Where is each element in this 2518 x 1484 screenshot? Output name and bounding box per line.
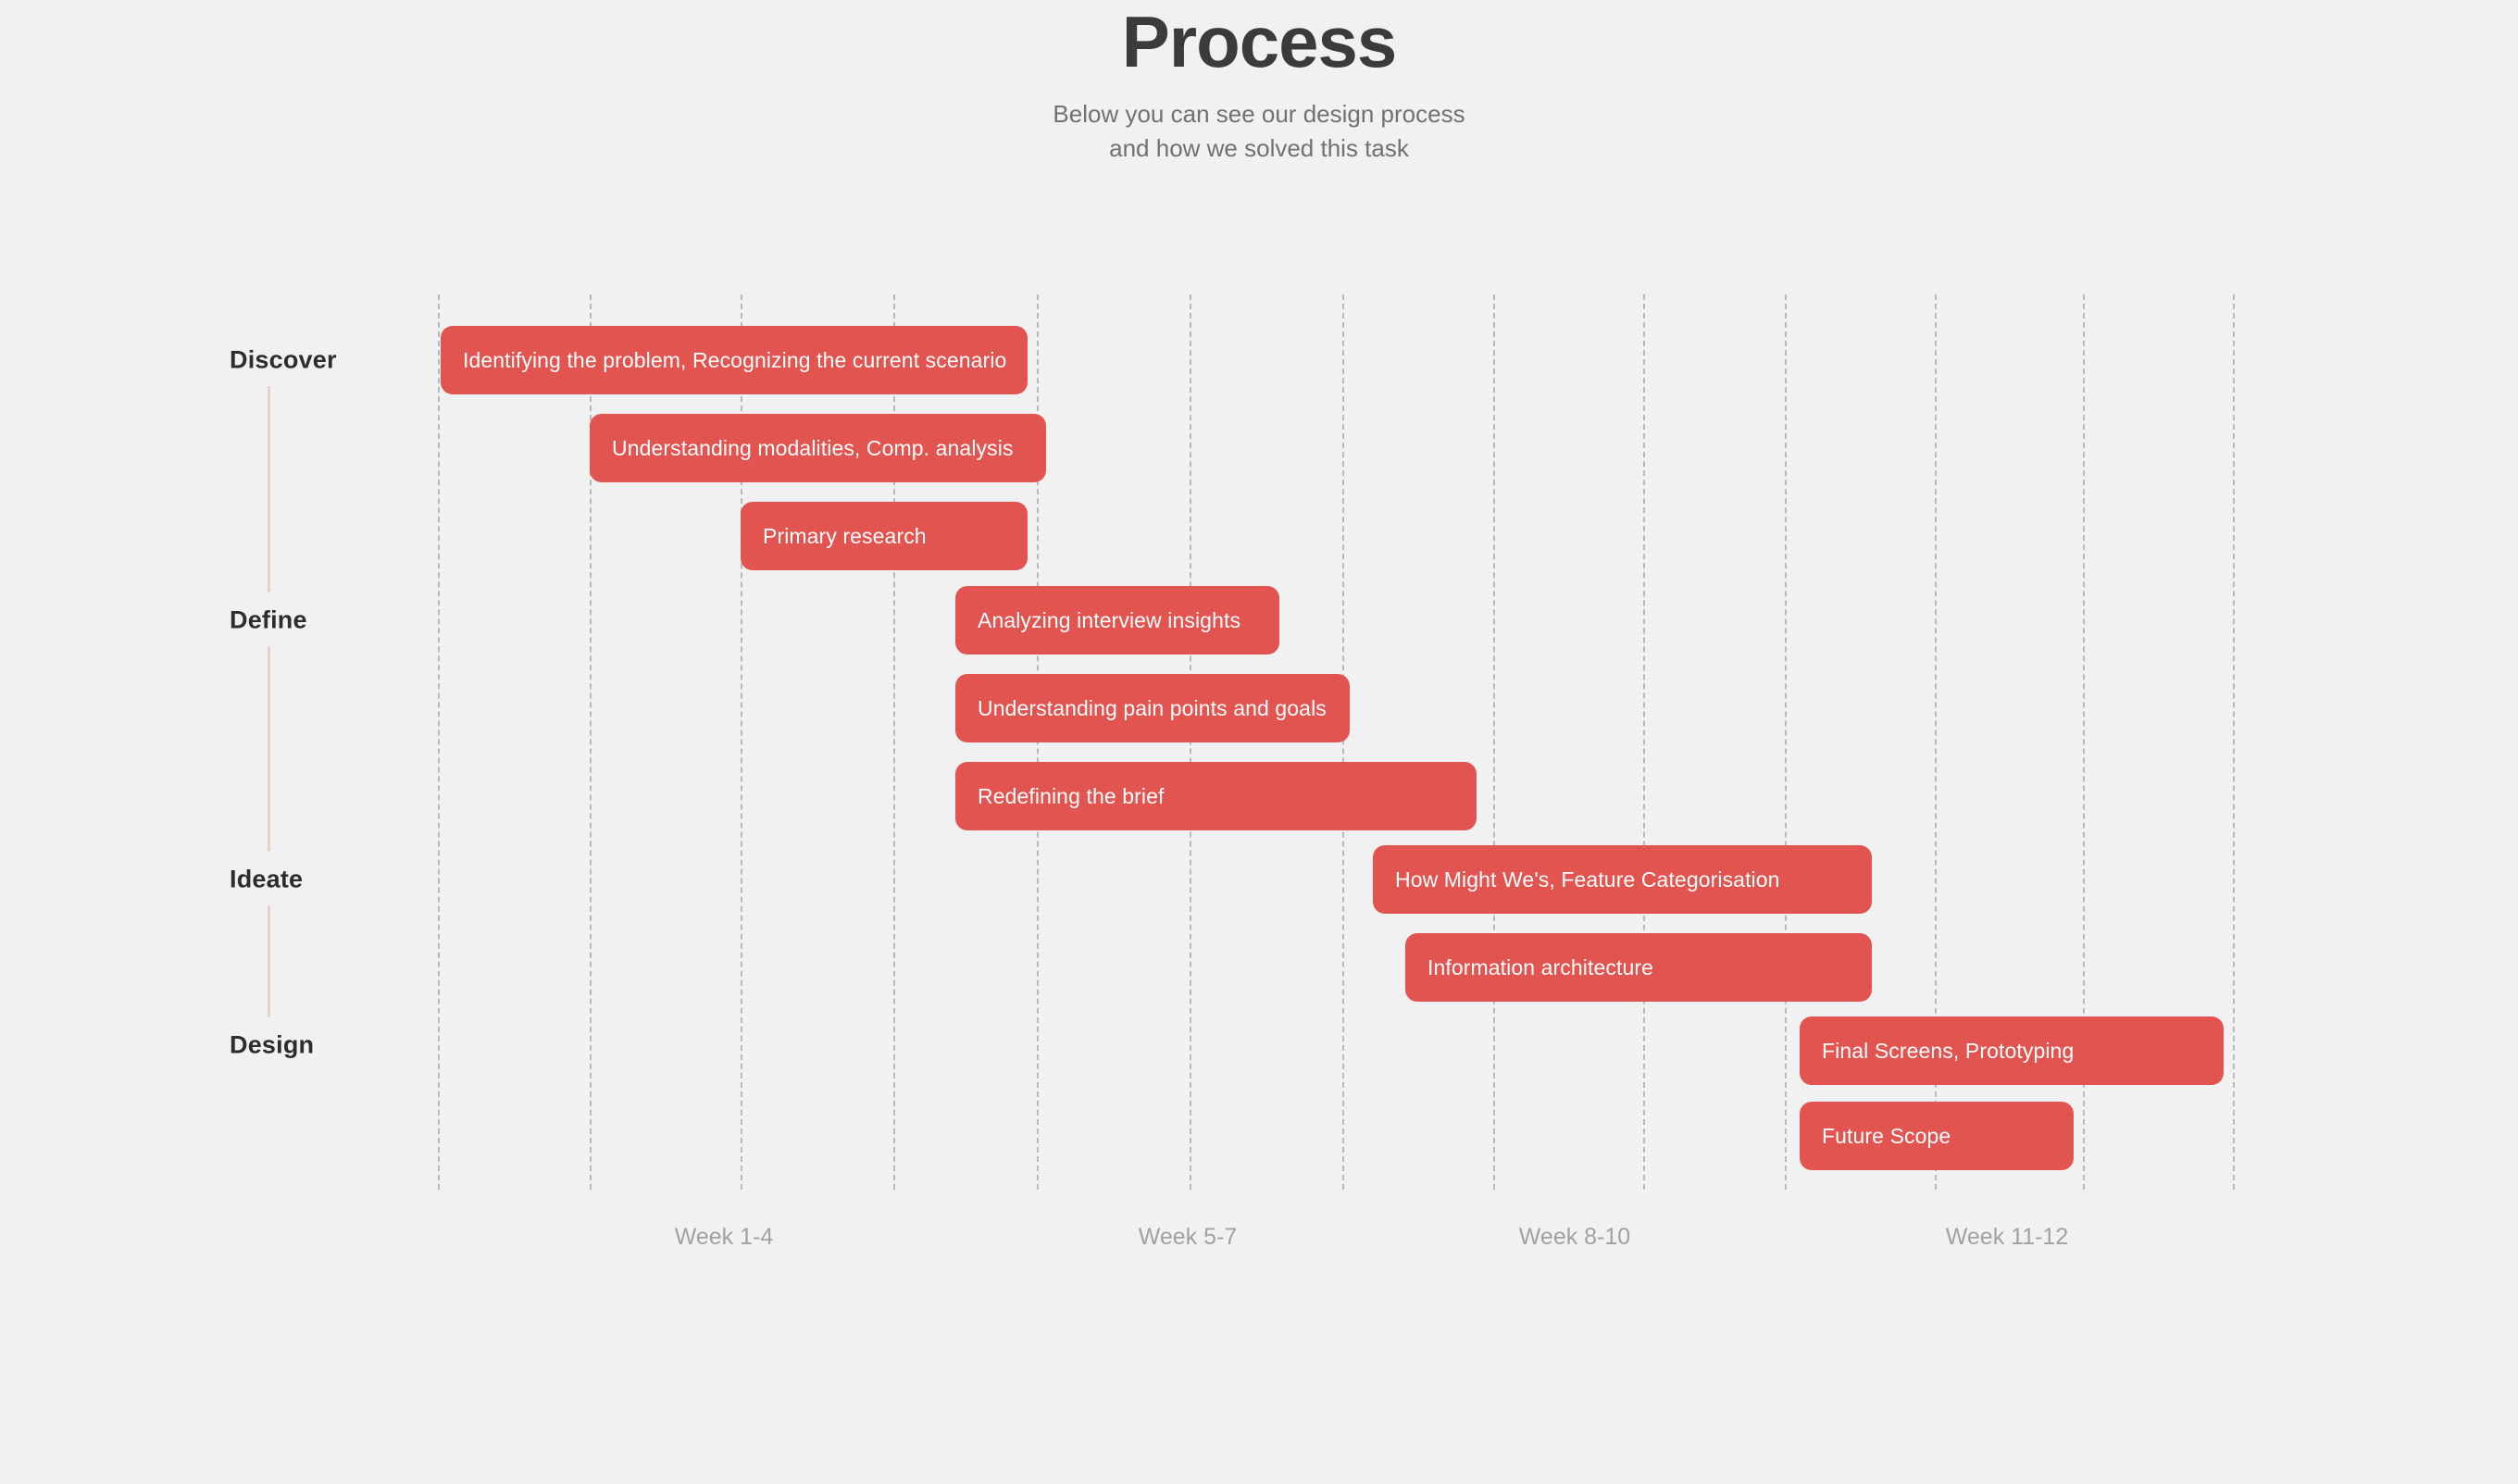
task-bar[interactable]: Future Scope	[1800, 1102, 2074, 1170]
task-bar-label: Redefining the brief	[978, 783, 1165, 808]
task-bar[interactable]: Understanding pain points and goals	[955, 674, 1350, 742]
gridline-6	[1342, 294, 1344, 1190]
task-bar[interactable]: Identifying the problem, Recognizing the…	[441, 326, 1028, 394]
task-bar-label: Identifying the problem, Recognizing the…	[463, 347, 1007, 372]
subtitle-line-1: Below you can see our design process	[1053, 99, 1465, 128]
task-bar[interactable]: Final Screens, Prototyping	[1800, 1016, 2224, 1085]
week-axis-label-2: Week 8-10	[1518, 1224, 1631, 1250]
gridline-11	[2083, 294, 2085, 1190]
gridline-0	[438, 294, 440, 1190]
task-bar[interactable]: Analyzing interview insights	[955, 586, 1279, 655]
week-axis-label-0: Week 1-4	[674, 1224, 774, 1250]
task-bar[interactable]: Information architecture	[1405, 933, 1872, 1002]
subtitle-line-2: and how we solved this task	[1109, 133, 1409, 162]
task-bar[interactable]: Primary research	[741, 502, 1028, 570]
gridline-3	[893, 294, 895, 1190]
task-bar-label: How Might We's, Feature Categorisation	[1395, 867, 1780, 892]
gridline-9	[1785, 294, 1787, 1190]
header: Process Below you can see our design pro…	[0, 0, 2518, 166]
gridline-1	[590, 294, 592, 1190]
task-bar-label: Information architecture	[1427, 954, 1654, 979]
week-axis-label-3: Week 11-12	[1945, 1224, 2069, 1250]
task-bar[interactable]: Understanding modalities, Comp. analysis	[590, 414, 1046, 482]
week-axis-label-1: Week 5-7	[1138, 1224, 1238, 1250]
phase-connector-1	[268, 646, 270, 852]
task-bar-label: Primary research	[763, 523, 927, 548]
task-bar[interactable]: How Might We's, Feature Categorisation	[1373, 845, 1872, 914]
phase-label-discover: Discover	[230, 345, 337, 374]
phase-label-ideate: Ideate	[230, 865, 304, 893]
task-bar-label: Analyzing interview insights	[978, 607, 1241, 632]
phase-label-define: Define	[230, 605, 307, 634]
page-subtitle: Below you can see our design process and…	[0, 81, 2518, 166]
task-bar-label: Future Scope	[1822, 1123, 1951, 1148]
gridline-12	[2233, 294, 2235, 1190]
phase-connector-0	[268, 386, 270, 592]
phase-label-design: Design	[230, 1030, 315, 1059]
gridline-2	[741, 294, 742, 1190]
page-title: Process	[1121, 1, 1398, 82]
phase-connector-2	[268, 905, 270, 1017]
gridline-7	[1493, 294, 1495, 1190]
gridline-10	[1935, 294, 1937, 1190]
task-bar-label: Understanding pain points and goals	[978, 695, 1327, 720]
task-bar[interactable]: Redefining the brief	[955, 762, 1477, 830]
task-bar-label: Understanding modalities, Comp. analysis	[612, 435, 1014, 460]
task-bar-label: Final Screens, Prototyping	[1822, 1038, 2075, 1063]
gridline-8	[1643, 294, 1645, 1190]
